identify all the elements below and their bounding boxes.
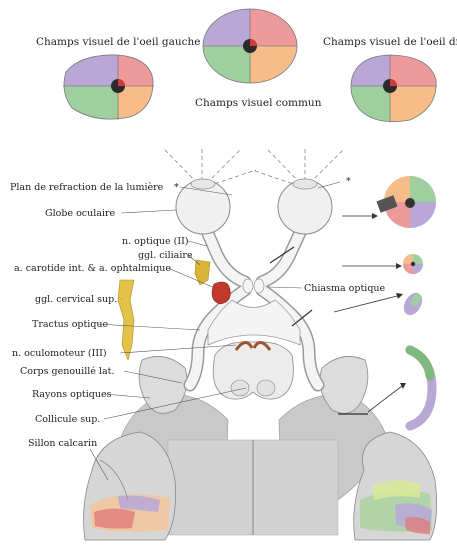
left-eyeball xyxy=(176,179,230,234)
right-eyeball xyxy=(278,179,332,234)
field-icon-tract xyxy=(400,290,426,319)
common-field-title: Champs visuel commun xyxy=(195,97,322,109)
right-occipital-lobe xyxy=(354,432,437,540)
left-eye-field xyxy=(55,50,158,126)
right-field-title: Champs visuel de l'oeil droit xyxy=(323,36,457,48)
label-optic-tract: Tractus optique xyxy=(32,319,109,330)
label-lgn: Corps genouillé lat. xyxy=(20,366,114,377)
right-eye-field xyxy=(345,50,442,126)
field-icon-radiation xyxy=(410,350,432,426)
label-superior-colliculus: Collicule sup. xyxy=(35,414,100,425)
label-cervical-ganglion: ggl. cervical sup. xyxy=(35,294,117,305)
label-chiasm: Chiasma optique xyxy=(304,283,386,294)
label-optic-radiations: Rayons optiques xyxy=(32,389,112,400)
midbrain xyxy=(213,342,293,399)
label-optic-nerve: n. optique (II) xyxy=(122,236,189,247)
refraction-marker-left: * xyxy=(174,182,179,193)
carotid-artery xyxy=(212,282,230,304)
label-eyeball: Globe oculaire xyxy=(45,208,116,219)
ciliary-ganglion xyxy=(195,260,210,285)
common-field xyxy=(200,8,300,86)
refraction-marker-right: * xyxy=(346,176,351,187)
label-oculomotor: n. oculomoteur (III) xyxy=(12,348,107,359)
cervical-ganglion xyxy=(118,280,134,360)
left-occipital-lobe xyxy=(84,432,176,540)
field-icon-nerve xyxy=(403,254,423,274)
label-refraction-plane: Plan de refraction de la lumière xyxy=(10,182,164,193)
field-icon-eye xyxy=(376,176,436,228)
left-field-title: Champs visuel de l'oeil gauche xyxy=(36,36,201,48)
label-ciliary-ganglion: ggl. ciliaire xyxy=(138,250,193,261)
label-calcarine-sulcus: Sillon calcarin xyxy=(28,438,97,449)
label-carotid: a. carotide int. & a. ophtalmique xyxy=(14,263,171,274)
